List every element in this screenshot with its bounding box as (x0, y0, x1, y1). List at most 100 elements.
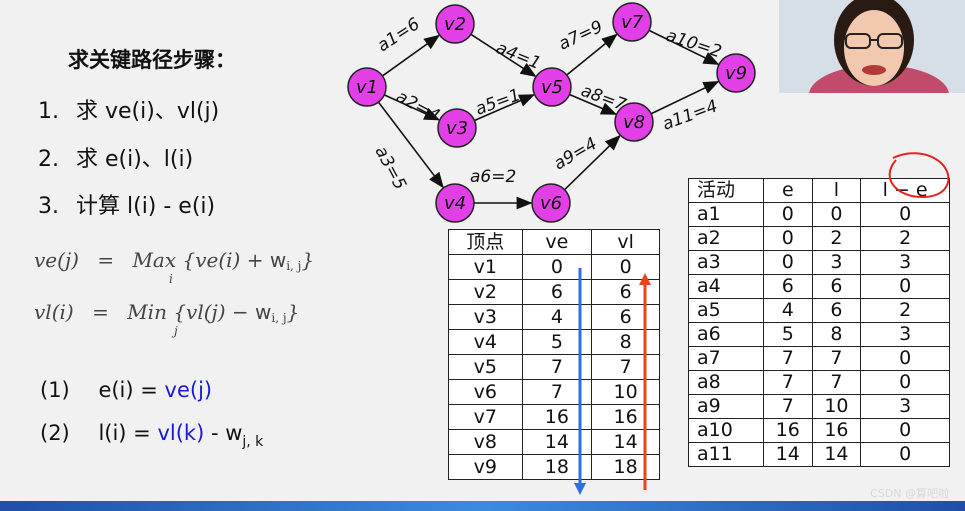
step-number: 2. (38, 147, 59, 172)
table-row: v577 (449, 355, 660, 380)
table-cell: v5 (449, 355, 523, 380)
table-cell: 6 (592, 280, 660, 305)
table-cell: 7 (522, 355, 592, 380)
table-cell: 6 (522, 280, 592, 305)
header-cell-slack: l − e (861, 179, 950, 203)
table-cell: 14 (522, 430, 592, 455)
table-cell: 18 (592, 455, 660, 480)
table-row: a1000 (689, 203, 950, 227)
table-cell: 6 (812, 275, 861, 299)
table-cell: v4 (449, 330, 523, 355)
table-cell: 2 (861, 299, 950, 323)
table-cell: 0 (861, 347, 950, 371)
table-row: a8770 (689, 371, 950, 395)
table-cell: v2 (449, 280, 523, 305)
table-cell: 16 (812, 419, 861, 443)
edge-label: a3=5 (371, 143, 410, 193)
formula-vl: vl(i) = Min j {vl(j) − wi, j} (34, 300, 299, 325)
formula-close: } (301, 248, 314, 272)
formula-close: } (287, 300, 300, 324)
table-cell: v9 (449, 455, 523, 480)
bottom-progress-bar (0, 501, 965, 511)
table-cell: v8 (449, 430, 523, 455)
formula-weight-sub: i, j (271, 311, 286, 325)
table-cell: a11 (689, 443, 764, 467)
table-cell: 7 (812, 371, 861, 395)
edge-label: a5=1 (473, 85, 523, 120)
table-cell: a3 (689, 251, 764, 275)
edge-label: a4=1 (493, 38, 543, 74)
table-cell: 0 (764, 203, 813, 227)
table-cell: a2 (689, 227, 764, 251)
table-cell: 7 (764, 371, 813, 395)
table-cell: 0 (522, 255, 592, 280)
table-cell: a7 (689, 347, 764, 371)
vertex-label: v1 (356, 77, 378, 98)
step-number: 3. (38, 194, 59, 219)
header-cell: e (764, 179, 813, 203)
rule-number: (2) (40, 421, 70, 445)
table-cell: 16 (522, 405, 592, 430)
vertex-label: v2 (444, 14, 466, 35)
table-cell: v6 (449, 380, 523, 405)
step-1: 1. 求 ve(i)、vl(j) (38, 93, 219, 125)
header-cell: ve (522, 230, 592, 255)
table-cell: 6 (764, 275, 813, 299)
rule-2: (2) l(i) = vl(k) - wj, k (40, 421, 263, 450)
table-cell: a6 (689, 323, 764, 347)
table-cell: 8 (592, 330, 660, 355)
table-cell: 7 (764, 347, 813, 371)
table-cell: 0 (812, 203, 861, 227)
table-cell: a8 (689, 371, 764, 395)
formula-operator-sub: i (169, 272, 173, 286)
vertex-label: v6 (540, 193, 562, 214)
vertex-label: v5 (541, 77, 563, 98)
table-row: a1114140 (689, 443, 950, 467)
vertex-label: v8 (623, 112, 645, 133)
rule-plain: e(i) = (98, 378, 164, 402)
table-cell: 10 (812, 395, 861, 419)
header-cell: vl (592, 230, 660, 255)
vertex-label: v7 (621, 12, 644, 33)
step-number: 1. (38, 99, 59, 124)
formula-eq: = (92, 300, 109, 324)
formula-lhs: ve(j) (34, 248, 79, 272)
formula-lhs: vl(i) (34, 300, 74, 324)
table-cell: 16 (764, 419, 813, 443)
table-cell: a4 (689, 275, 764, 299)
vertex-label: v4 (444, 193, 466, 214)
rule-plain: l(i) = (98, 421, 157, 445)
table-cell: 14 (812, 443, 861, 467)
formula-operator-sub: j (174, 324, 178, 338)
rule-tail: - w (204, 421, 242, 445)
table-cell: 7 (764, 395, 813, 419)
table-cell: a5 (689, 299, 764, 323)
rule-number: (1) (40, 378, 70, 402)
rule-highlight: vl(k) (157, 421, 204, 445)
table-cell: 7 (522, 380, 592, 405)
table-cell: 3 (861, 395, 950, 419)
header-cell: l (812, 179, 861, 203)
activity-table-header: 活动 e l l − e (689, 179, 950, 203)
edge-label: a10=2 (663, 26, 723, 63)
table-cell: 6 (592, 305, 660, 330)
header-cell: 顶点 (449, 230, 523, 255)
table-cell: 0 (861, 275, 950, 299)
table-cell: 7 (592, 355, 660, 380)
formula-operator: Min (127, 300, 167, 324)
table-cell: 6 (812, 299, 861, 323)
steps-title: 求关键路径步骤： (68, 44, 236, 74)
table-cell: 14 (592, 430, 660, 455)
table-cell: 0 (861, 371, 950, 395)
table-cell: 0 (861, 203, 950, 227)
table-cell: 8 (812, 323, 861, 347)
